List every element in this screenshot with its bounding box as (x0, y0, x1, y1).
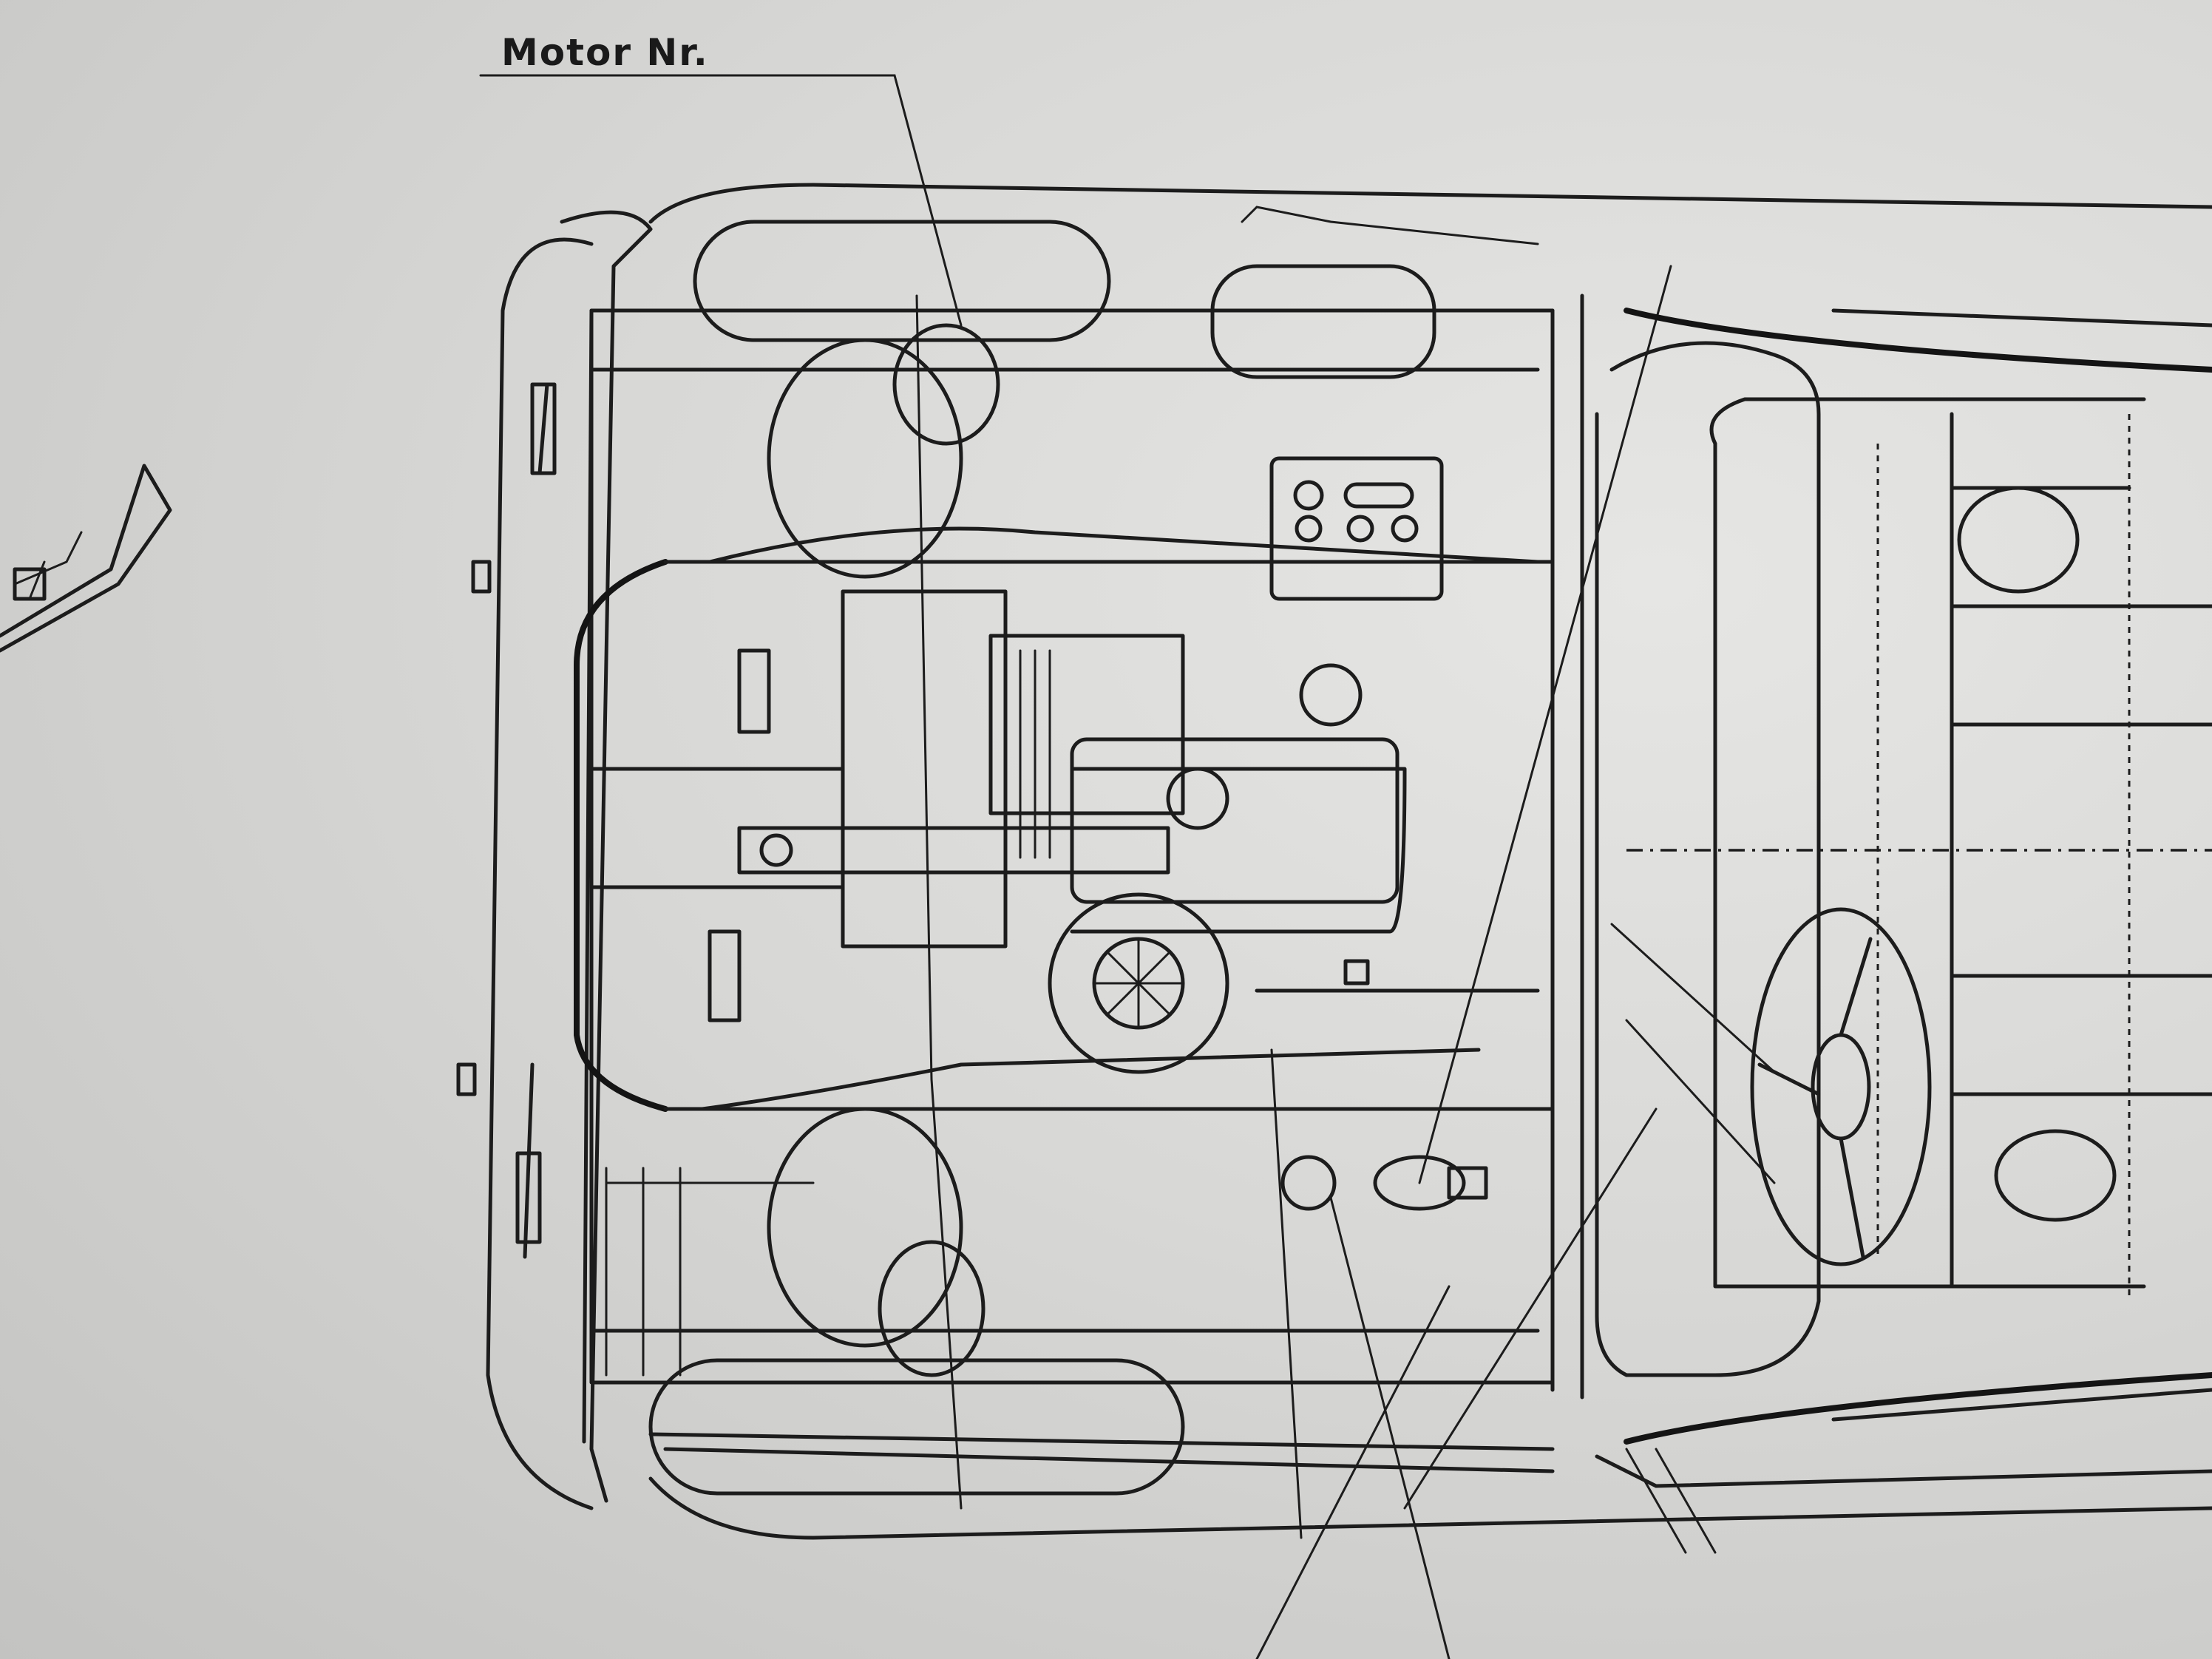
interior-cabin (1595, 308, 2212, 1445)
engine-number-callout-label: Motor Nr. (501, 31, 709, 74)
body-outline (456, 183, 2212, 1540)
partial-detail-left (0, 464, 172, 653)
wiring-harness (700, 206, 1672, 1659)
wheels (648, 220, 1436, 1496)
front-crossbars (589, 648, 845, 1377)
instrument-panel-box (1269, 456, 1444, 601)
cooling-fan (1048, 892, 1229, 1074)
engine-number-leader (479, 74, 963, 327)
steering-wheel (1610, 907, 1932, 1266)
lower-rails (648, 1432, 2212, 1554)
engine-bay-frame (574, 294, 1584, 1400)
